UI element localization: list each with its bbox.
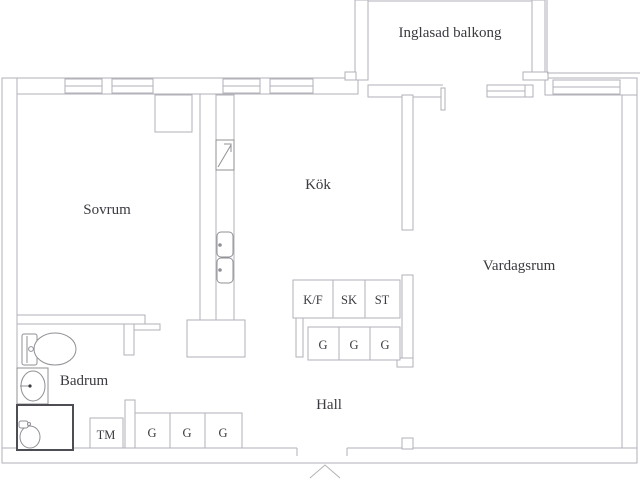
window (64, 78, 103, 94)
kitchen-label: Kök (305, 177, 331, 193)
wall-cabinet-stub (295, 317, 304, 358)
bathroom-label: Badrum (60, 373, 109, 389)
wall-bedroom-kitchen (199, 93, 217, 321)
wardrobe-box (307, 326, 340, 361)
balcony-door-leaf (440, 87, 446, 111)
wall-bathroom-right (124, 399, 136, 449)
wardrobe-label: G (147, 426, 156, 440)
wall-bathroom-door-jamb (123, 323, 135, 356)
wall-hall-living-bottom-stub (401, 437, 414, 450)
balcony-door-opening (443, 84, 487, 98)
shower-icon (16, 404, 74, 451)
living-room-label: Vardagsrum (483, 258, 556, 274)
stove-icon (215, 139, 235, 171)
cabinet-sk-label: SK (341, 293, 357, 307)
kitchen-wall-pillar (186, 319, 246, 358)
balcony-wall-left (354, 0, 369, 81)
window (111, 78, 154, 94)
wall-right (621, 94, 638, 449)
interior-walls (16, 93, 414, 450)
toilet-icon (21, 332, 77, 366)
bedroom-closet (154, 94, 193, 133)
cabinet-st-box (364, 279, 401, 319)
wardrobe-label: G (182, 426, 191, 440)
balcony-window (486, 84, 526, 98)
window (552, 79, 621, 95)
wardrobe-box (169, 412, 206, 449)
wardrobe-label: G (218, 426, 227, 440)
balcony-walls (344, 0, 640, 111)
wardrobe-box (338, 326, 371, 361)
washing-machine-label: TM (97, 428, 116, 442)
wall-hall-stub (133, 323, 161, 331)
cabinet-kf-label: K/F (303, 293, 323, 307)
cabinet-sk-box (332, 279, 366, 319)
balcony-wall-right-foot (522, 71, 549, 81)
balcony-label: Inglasad balkong (399, 25, 502, 41)
kitchen-sink-icon (216, 231, 234, 284)
hall-label: Hall (316, 397, 342, 413)
wardrobe-box (204, 412, 243, 449)
wall-hall-living-foot (396, 357, 414, 368)
window (222, 78, 261, 94)
wall-left (1, 77, 18, 464)
wall-hall-living (401, 274, 414, 368)
cabinet-st-label: ST (375, 293, 390, 307)
windows (64, 78, 621, 95)
wardrobe-label: G (349, 338, 358, 352)
bathroom-sink-icon (16, 367, 49, 405)
wardrobe-box (134, 412, 171, 449)
washing-machine-box (89, 417, 124, 449)
entrance-door-arrow (309, 464, 341, 479)
cabinet-boxes (89, 279, 401, 449)
entrance-door (296, 447, 348, 479)
wall-bedroom-bottom (16, 314, 146, 325)
balcony-wall-left-foot (344, 71, 357, 81)
kitchen-fixtures (215, 94, 235, 321)
wardrobe-label: G (380, 338, 389, 352)
kitchen-counter (215, 94, 235, 321)
wardrobe-box (369, 326, 401, 361)
wall-kitchen-living (401, 94, 414, 231)
window (269, 78, 314, 94)
balcony-wall-right (531, 0, 546, 81)
bathroom-fixtures (16, 332, 77, 451)
bedroom-label: Sovrum (83, 202, 131, 218)
wardrobe-label: G (318, 338, 327, 352)
